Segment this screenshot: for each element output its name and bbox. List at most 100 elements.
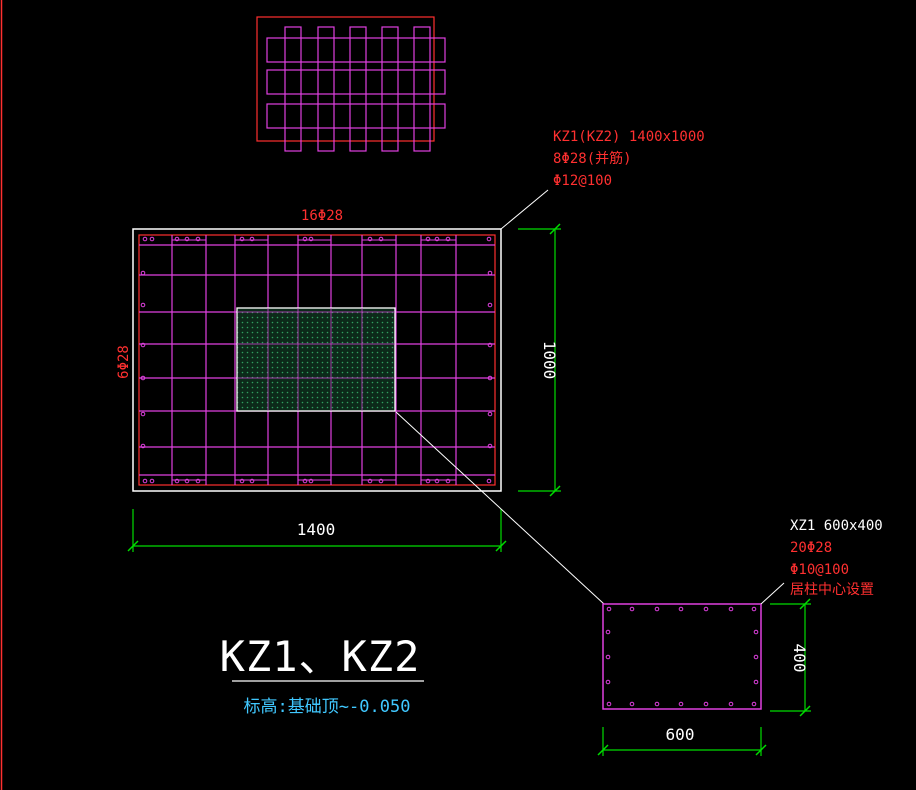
rebar-dot (487, 375, 493, 381)
core-region-grid (237, 308, 395, 411)
core-rebar-dot (728, 606, 734, 612)
top-detail-vertical-tie (349, 26, 367, 152)
core-detail-section: XZ1 600x400 20Φ28 Φ10@100 居柱中心设置 (602, 518, 883, 710)
main-leader-line1: KZ1(KZ2) 1400x1000 (553, 129, 705, 145)
core-rebar-dot (654, 606, 660, 612)
rebar-dot (445, 478, 451, 484)
core-rebar-dot (753, 629, 759, 635)
core-rebar-dot (606, 606, 612, 612)
core-label-line4: 居柱中心设置 (790, 582, 874, 598)
core-rebar-dot (751, 606, 757, 612)
core-rebar-dot (605, 629, 611, 635)
core-rebar-dot (606, 701, 612, 707)
core-detail-leader (395, 411, 605, 605)
main-section-stirrup-outer (138, 234, 496, 486)
drawing-subtitle: 标高:基础顶~-0.050 (244, 697, 411, 717)
main-section-concrete-outline (132, 228, 502, 492)
rebar-dot (367, 236, 373, 242)
top-detail-vertical-tie (381, 26, 399, 152)
core-rebar-dot (703, 701, 709, 707)
rebar-dot (308, 236, 314, 242)
core-rebar-dot (605, 654, 611, 660)
top-detail-vertical-tie (413, 26, 431, 152)
core-rebar-dot (728, 701, 734, 707)
rebar-dot (140, 270, 146, 276)
main-section-leader: KZ1(KZ2) 1400x1000 8Φ28(并筋) Φ12@100 (500, 129, 705, 230)
top-detail-horizontal-tie (266, 37, 446, 63)
rebar-dot (487, 342, 493, 348)
core-rebar-dot (678, 701, 684, 707)
core-rebar-dot (751, 701, 757, 707)
rebar-dot (434, 478, 440, 484)
top-detail-horizontal-tie (266, 69, 446, 95)
core-rebar-dot (629, 606, 635, 612)
core-width-dimension: 600 (597, 725, 767, 756)
top-detail-vertical-tie (317, 26, 335, 152)
rebar-dot (308, 478, 314, 484)
main-height-dimension: 1000 (518, 223, 561, 497)
main-height-dimension-text: 1000 (540, 341, 559, 380)
side-rebar-label: 6Φ28 (116, 345, 132, 379)
core-label-line2: 20Φ28 (790, 540, 832, 556)
top-detail-outline (256, 16, 435, 142)
main-width-dimension: 1400 (127, 509, 507, 552)
core-rebar-dot (629, 701, 635, 707)
core-height-dimension-text: 400 (790, 644, 809, 673)
top-detail-vertical-tie (284, 26, 302, 152)
main-tie-loop (420, 239, 457, 481)
main-tie-loop (171, 239, 207, 481)
title-block: KZ1、KZ2 标高:基础顶~-0.050 (220, 632, 424, 717)
rebar-dot (140, 342, 146, 348)
core-rebar-dot (753, 654, 759, 660)
rebar-dot (140, 443, 146, 449)
rebar-dot (425, 236, 431, 242)
core-width-dimension-text: 600 (666, 725, 695, 744)
main-width-dimension-text: 1400 (297, 520, 336, 539)
rebar-dot (249, 236, 255, 242)
rebar-dot (195, 236, 201, 242)
rebar-dot (140, 375, 146, 381)
rebar-dot (487, 443, 493, 449)
rebar-dot (149, 478, 155, 484)
rebar-dot (302, 236, 308, 242)
top-detail-horizontal-tie (266, 103, 446, 129)
rebar-dot (445, 236, 451, 242)
rebar-dot (149, 236, 155, 242)
rebar-dot (239, 478, 245, 484)
rebar-dot (174, 478, 180, 484)
top-rebar-label: 16Φ28 (301, 208, 343, 224)
main-leader-line3: Φ12@100 (553, 173, 612, 189)
core-region-hatch (236, 307, 396, 412)
rebar-dot (302, 478, 308, 484)
rebar-dot (249, 478, 255, 484)
drawing-title: KZ1、KZ2 (220, 632, 421, 681)
rebar-dot (434, 236, 440, 242)
core-rebar-dot (703, 606, 709, 612)
rebar-dot (486, 236, 492, 242)
rebar-dot (142, 478, 148, 484)
main-column-section: 16Φ28 6Φ28 (116, 208, 502, 492)
core-rebar-dot (654, 701, 660, 707)
rebar-dot (487, 302, 493, 308)
core-label-line3: Φ10@100 (790, 562, 849, 578)
rebar-dot (487, 270, 493, 276)
rebar-dot (425, 478, 431, 484)
rebar-dot (367, 478, 373, 484)
core-detail-outline (602, 603, 762, 710)
core-rebar-dot (753, 679, 759, 685)
core-height-dimension: 400 (770, 598, 811, 717)
core-rebar-dot (678, 606, 684, 612)
rebar-dot (378, 478, 384, 484)
rebar-dot (239, 236, 245, 242)
main-section-rebar-dots (140, 236, 493, 484)
rebar-dot (486, 478, 492, 484)
rebar-dot (378, 236, 384, 242)
core-detail-rebar-dots (605, 606, 759, 707)
rebar-dot (140, 411, 146, 417)
top-detail-ties (266, 26, 446, 152)
top-rebar-detail (256, 16, 446, 152)
rebar-dot (195, 478, 201, 484)
core-rebar-dot (605, 679, 611, 685)
core-label-line1: XZ1 600x400 (790, 518, 883, 534)
